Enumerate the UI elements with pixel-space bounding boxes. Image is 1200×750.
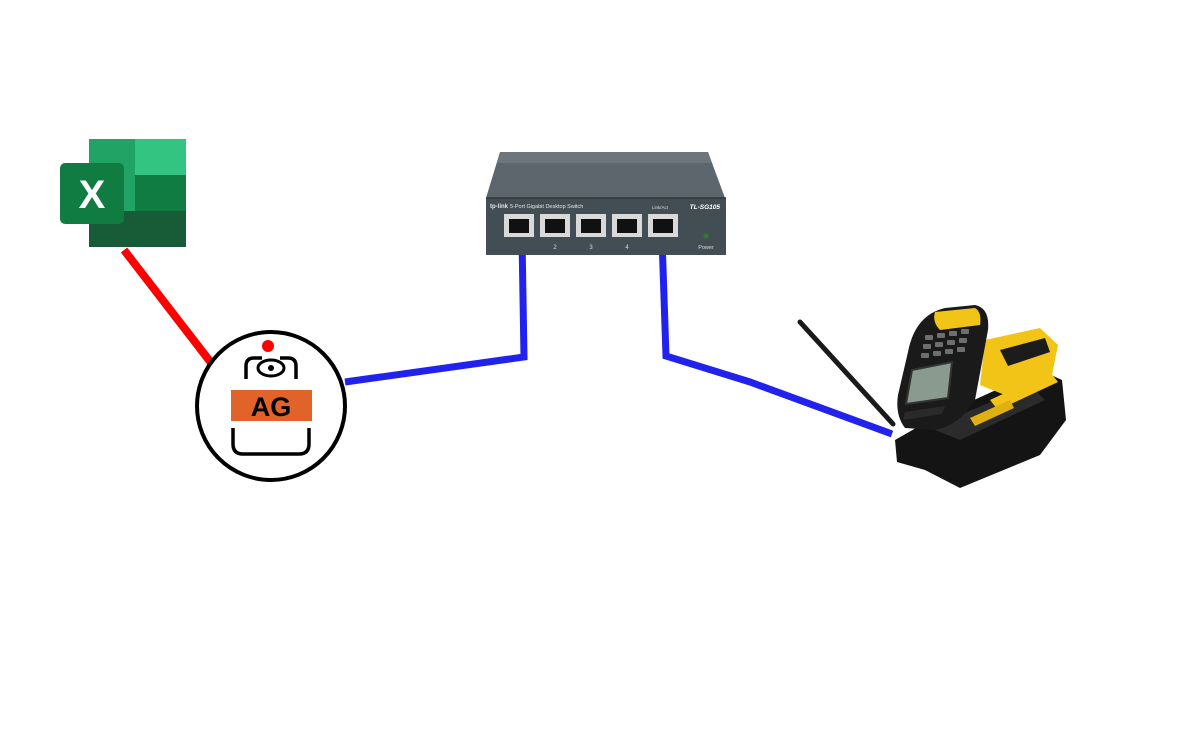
ag-label: AG <box>251 392 292 422</box>
switch-model: TL-SG105 <box>690 204 721 211</box>
switch-link-act: Link/Act <box>652 205 669 210</box>
connection-excel-ag <box>120 247 216 367</box>
switch-brand: tp-link <box>490 204 509 210</box>
ag-logo: AG <box>195 330 347 482</box>
excel-letter: X <box>79 173 106 217</box>
switch-power-label: Power <box>698 245 714 251</box>
scanner-screen <box>904 360 954 406</box>
switch-port-label: 2 <box>553 245 557 251</box>
scanner-keypad <box>921 329 969 358</box>
switch-description: 5-Port Gigabit Desktop Switch <box>510 204 583 210</box>
barcode-scanner <box>797 305 1066 488</box>
connections <box>120 237 894 438</box>
connection-switch-scanner <box>658 237 894 438</box>
ag-status-dot <box>262 340 274 352</box>
excel-icon: X <box>60 139 186 247</box>
switch-power-led <box>703 233 709 239</box>
network-switch: tp-link 5-Port Gigabit Desktop Switch TL… <box>486 152 726 255</box>
connection-ag-switch <box>344 237 528 386</box>
switch-port-label: 4 <box>625 245 629 251</box>
switch-ports <box>504 214 678 237</box>
switch-port-label: 3 <box>589 245 593 251</box>
